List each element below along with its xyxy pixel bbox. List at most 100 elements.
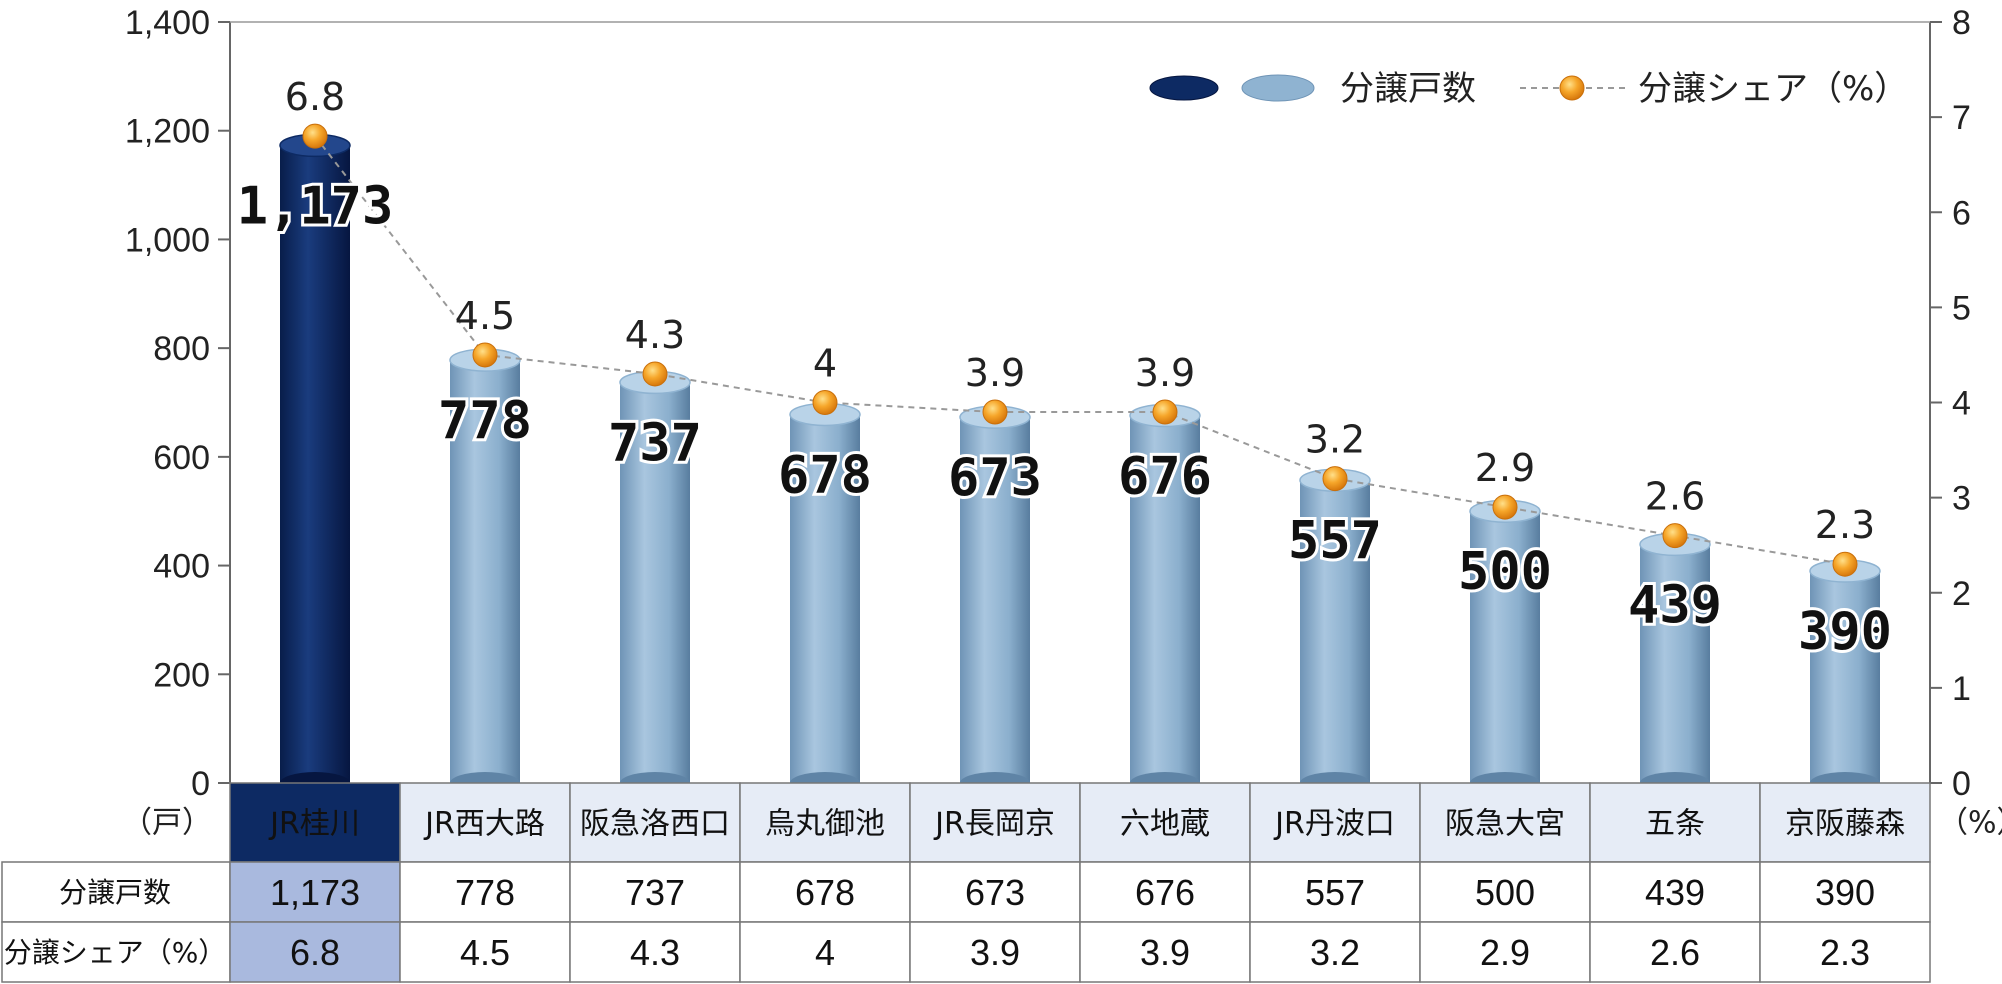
bar-value-label: 439 (1628, 575, 1722, 635)
bar-body (450, 360, 520, 783)
table-cell-value: 4 (815, 932, 835, 973)
bar-body (1300, 480, 1370, 783)
bar-value-label: 390 (1798, 602, 1892, 662)
left-tick-label: 200 (153, 656, 210, 694)
right-tick-label: 0 (1952, 765, 1971, 803)
right-tick-label: 7 (1952, 99, 1971, 137)
share-marker (1322, 466, 1348, 492)
bar-body (620, 382, 690, 783)
table-cell-value: 676 (1135, 872, 1195, 913)
table-cell (1589, 861, 1761, 923)
table-cell (229, 861, 401, 923)
category-cell (569, 782, 741, 863)
table-cell-value: 673 (965, 872, 1025, 913)
share-value-label: 6.8 (285, 75, 345, 119)
table-cell-value: 3.2 (1310, 932, 1360, 973)
table-cell (1589, 921, 1761, 983)
bar-body (960, 417, 1030, 783)
left-tick-label: 800 (153, 330, 210, 368)
share-marker (472, 342, 498, 368)
table-cell (229, 921, 401, 983)
table-cell (569, 861, 741, 923)
share-marker (982, 399, 1008, 425)
table-cell (1249, 861, 1421, 923)
share-marker (1662, 523, 1688, 549)
bar-value-label: 1,173 (237, 176, 394, 236)
right-tick-label: 5 (1952, 289, 1971, 327)
left-tick-label: 0 (191, 765, 210, 803)
share-value-label: 2.6 (1645, 475, 1705, 519)
bar-value-label: 678 (778, 445, 872, 505)
share-value-label: 4.3 (625, 313, 685, 357)
table-cell (399, 921, 571, 983)
table-cell-value: 390 (1815, 872, 1875, 913)
table-cell-value: 557 (1305, 872, 1365, 913)
share-value-label: 2.3 (1815, 503, 1875, 547)
table-cell (739, 861, 911, 923)
bar-body (1640, 544, 1710, 783)
table-cell-value: 4.5 (460, 932, 510, 973)
right-tick-label: 1 (1952, 670, 1971, 708)
table-cell-value: 2.9 (1480, 932, 1530, 973)
share-marker (1152, 399, 1178, 425)
table-cell (1759, 861, 1931, 923)
category-cell (1419, 782, 1591, 863)
bars (279, 133, 1881, 794)
table-cell (909, 921, 1081, 983)
bar (279, 133, 351, 794)
bar-body (1470, 511, 1540, 783)
table-cell (909, 861, 1081, 923)
legend-swatch-dark (1149, 75, 1219, 101)
bar-body (790, 414, 860, 783)
right-tick-label: 3 (1952, 480, 1971, 518)
right-unit-label: （%） (1938, 806, 2002, 841)
bar-value-label: 778 (438, 391, 532, 451)
bar-body (1810, 571, 1880, 783)
share-marker (1492, 494, 1518, 520)
left-tick-label: 1,400 (125, 4, 210, 42)
category-cell (1589, 782, 1761, 863)
right-tick-label: 6 (1952, 194, 1971, 232)
category-label: 阪急大宮 (1445, 807, 1565, 842)
table-cell (1249, 921, 1421, 983)
category-label: JR長岡京 (933, 807, 1055, 842)
bar (619, 370, 691, 794)
category-cell (1759, 782, 1931, 863)
right-tick-label: 4 (1952, 385, 1971, 423)
table-cell (1079, 921, 1251, 983)
legend-marker (1559, 75, 1585, 101)
category-cell (399, 782, 571, 863)
table-cell-value: 6.8 (290, 932, 340, 973)
table-cell-value: 737 (625, 872, 685, 913)
share-value-label: 4.5 (455, 294, 515, 338)
table-cell-value: 778 (455, 872, 515, 913)
table-cell-value: 1,173 (270, 872, 360, 913)
table-cell (1419, 921, 1591, 983)
share-value-label: 3.2 (1305, 418, 1365, 462)
table-cell-value: 2.6 (1650, 932, 1700, 973)
row-header-label: 分譲シェア（%） (4, 936, 227, 969)
legend-swatch-light (1241, 74, 1315, 102)
left-tick-label: 600 (153, 439, 210, 477)
legend-label-share: 分譲シェア（%） (1638, 69, 1908, 109)
share-marker (642, 361, 668, 387)
table-cell-value: 3.9 (970, 932, 1020, 973)
share-polyline (314, 135, 1846, 566)
legend-label-bars: 分譲戸数 (1340, 69, 1476, 109)
category-label: JR西大路 (423, 807, 545, 842)
share-value-label: 3.9 (965, 351, 1025, 395)
bar-value-label: 500 (1458, 542, 1552, 602)
share-marker (1832, 551, 1858, 577)
right-tick-label: 2 (1952, 575, 1971, 613)
table-cell (1419, 861, 1591, 923)
category-label: 阪急洛西口 (580, 807, 730, 842)
bar (1639, 532, 1711, 794)
table-cell (1759, 921, 1931, 983)
bar-value-label: 676 (1118, 447, 1212, 507)
category-label: 六地蔵 (1120, 807, 1210, 842)
share-value-label: 3.9 (1135, 351, 1195, 395)
